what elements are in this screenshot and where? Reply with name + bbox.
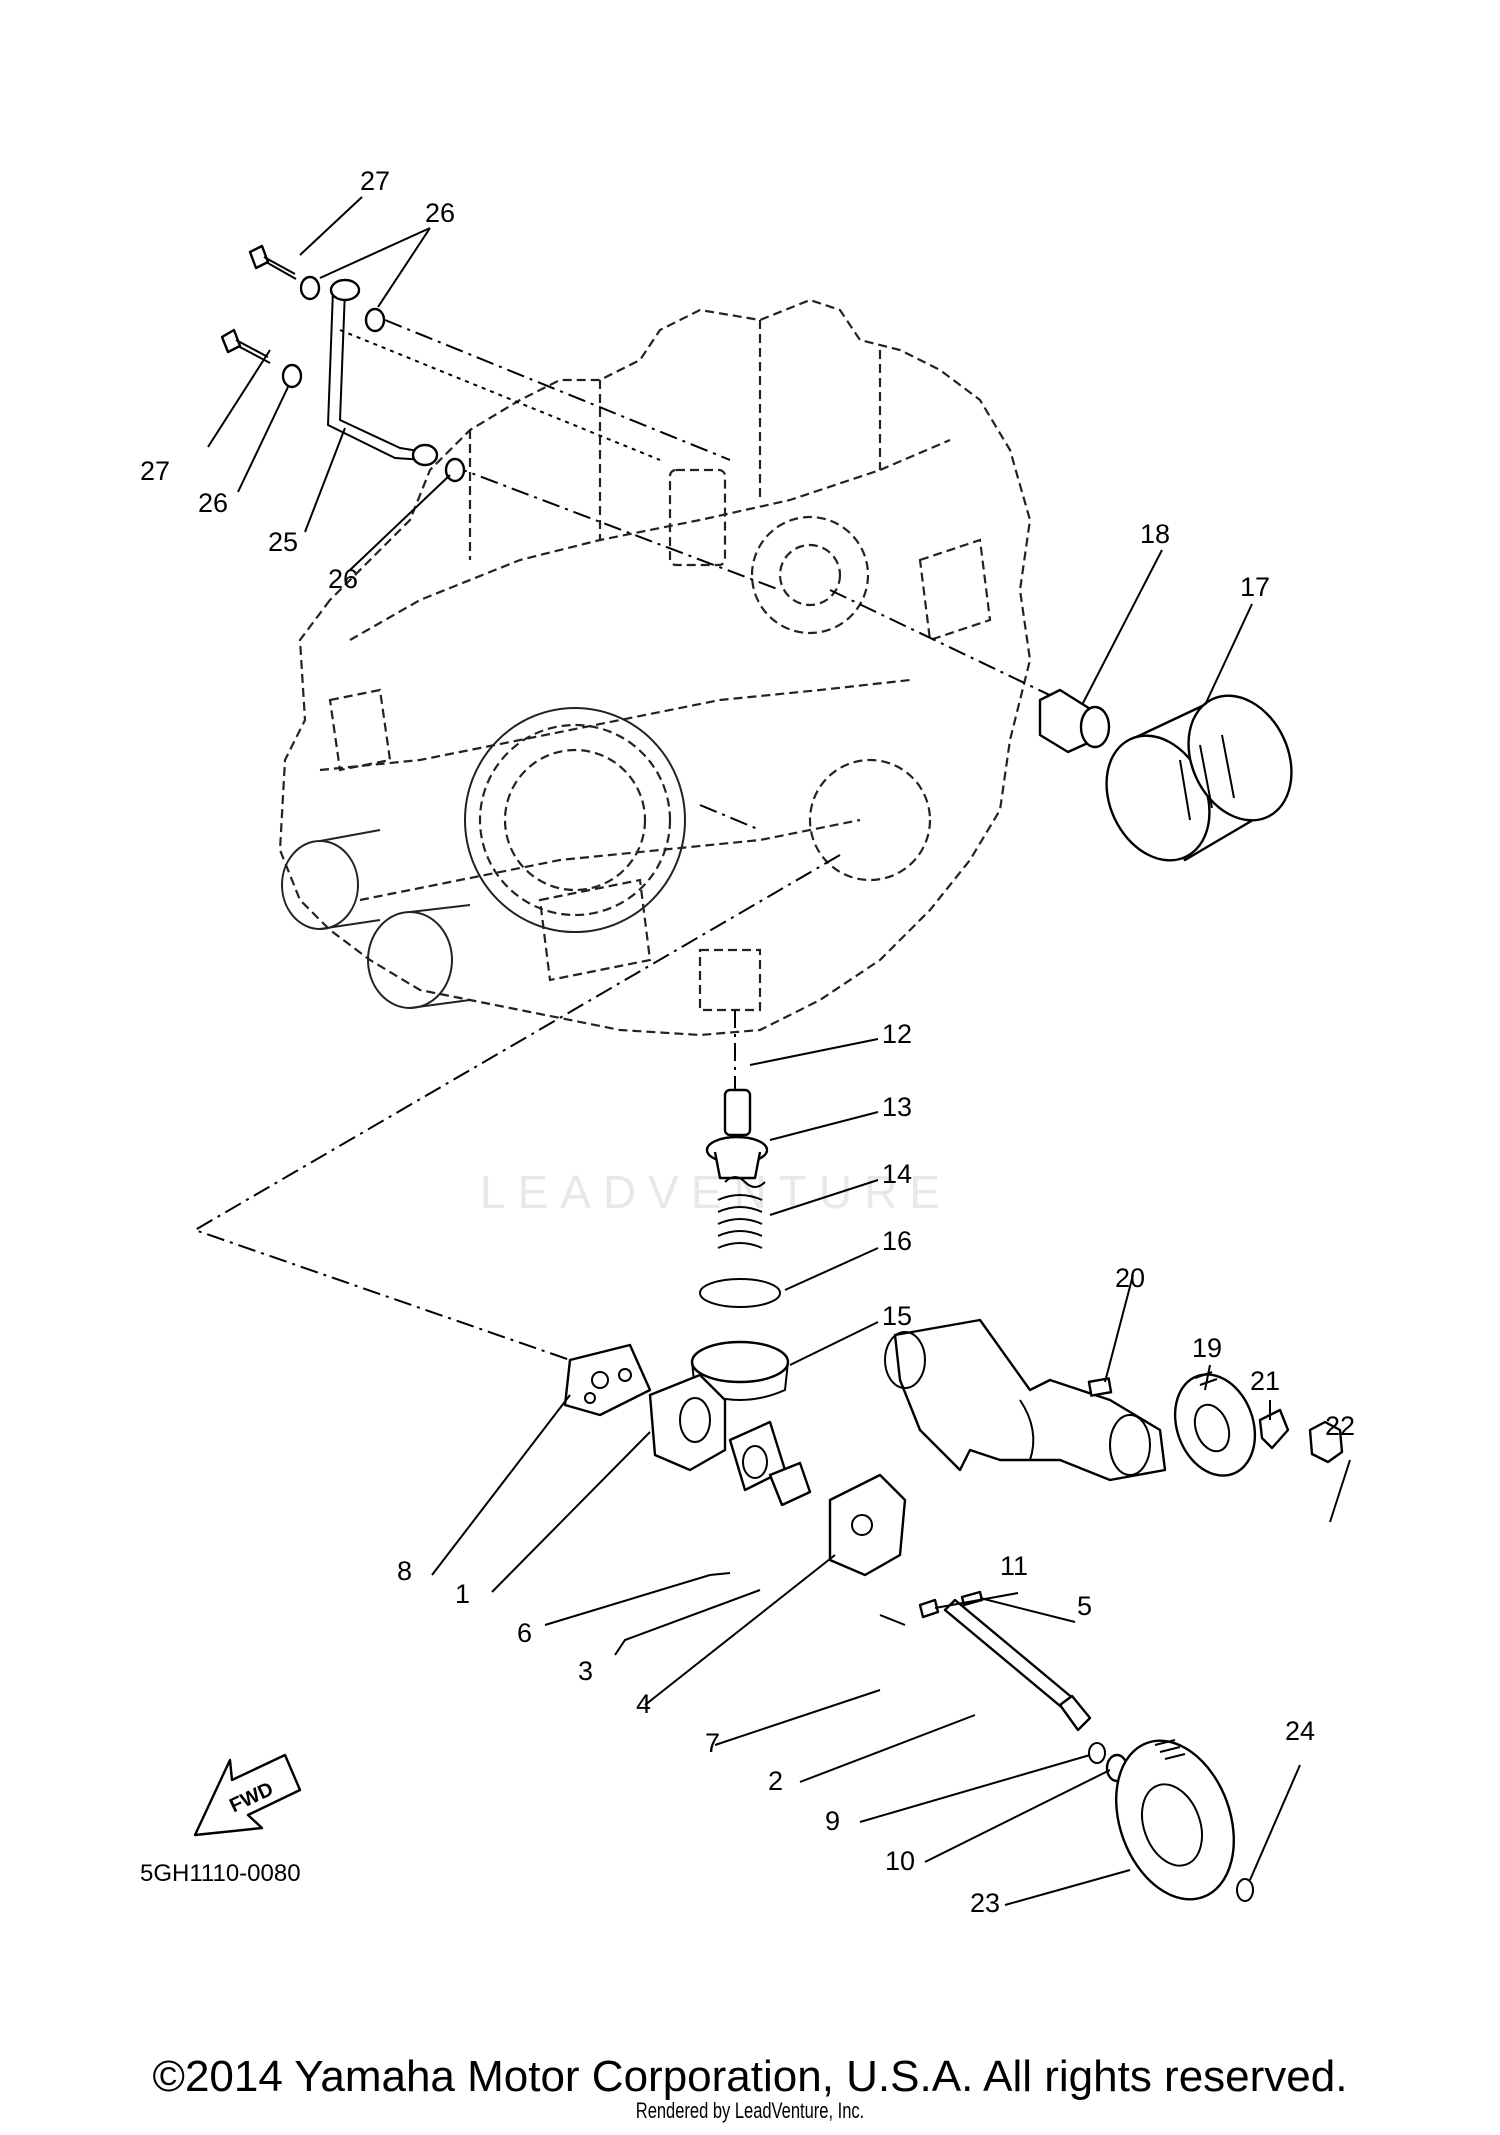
callout-21: 21	[1250, 1366, 1280, 1396]
gasket	[563, 1343, 652, 1417]
callout-26: 26	[198, 488, 228, 518]
fwd-arrow-icon: FWD	[193, 1753, 302, 1837]
callout-27: 27	[360, 166, 390, 196]
callout-5: 5	[1077, 1591, 1092, 1621]
callout-leaders	[207, 196, 1351, 1906]
drawing-code: 5GH1110-0080	[140, 1860, 301, 1887]
callout-10: 10	[885, 1846, 915, 1876]
callout-23: 23	[970, 1888, 1000, 1918]
oil-pump-assembly	[648, 1373, 984, 1626]
callout-18: 18	[1140, 519, 1170, 549]
callout-7: 7	[705, 1728, 720, 1758]
callout-19: 19	[1192, 1333, 1222, 1363]
balancer-shaft-assembly	[884, 1318, 1344, 1482]
callout-27: 27	[140, 456, 170, 486]
callout-20: 20	[1115, 1263, 1145, 1293]
watermark-text: LEADVENTURE	[480, 1166, 952, 1218]
relief-valve-stack	[690, 1088, 790, 1401]
union-bolt	[1038, 688, 1111, 754]
rendered-by-credit: Rendered by LeadVenture, Inc.	[635, 2098, 865, 2123]
leader-lines	[192, 319, 1061, 1361]
callout-4: 4	[636, 1689, 651, 1719]
callout-6: 6	[517, 1618, 532, 1648]
washers	[281, 275, 466, 483]
callout-15: 15	[882, 1301, 912, 1331]
drive-gear	[1114, 1739, 1254, 1902]
callout-11: 11	[1000, 1551, 1028, 1581]
callout-14: 14	[882, 1159, 912, 1189]
callout-24: 24	[1285, 1716, 1315, 1746]
callout-numbers: 27 26 27 26 25 26 18 17 12 13 14 16 15 2…	[140, 166, 1355, 1918]
callout-22: 22	[1325, 1411, 1355, 1441]
bolts	[220, 244, 297, 364]
callout-2: 2	[768, 1766, 783, 1796]
crankcase-pipes	[281, 707, 686, 1009]
pump-shaft	[943, 1598, 1092, 1732]
callout-16: 16	[882, 1226, 912, 1256]
callout-13: 13	[882, 1092, 912, 1122]
callout-17: 17	[1240, 572, 1270, 602]
callout-12: 12	[882, 1019, 912, 1049]
callout-25: 25	[268, 527, 298, 557]
callout-26: 26	[425, 198, 455, 228]
copyright-notice: ©2014 Yamaha Motor Corporation, U.S.A. A…	[152, 2052, 1348, 2101]
crankcase-outline	[278, 298, 1032, 1037]
callout-3: 3	[578, 1656, 593, 1686]
callout-8: 8	[397, 1556, 412, 1586]
callout-26: 26	[328, 564, 358, 594]
callout-1: 1	[455, 1579, 470, 1609]
oil-filter	[1105, 694, 1293, 862]
oil-delivery-pipe	[327, 278, 439, 467]
callout-9: 9	[825, 1806, 840, 1836]
